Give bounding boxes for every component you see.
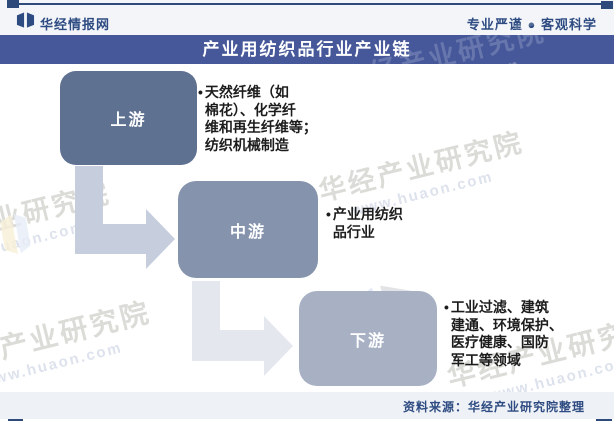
huajing-book-logo-icon — [16, 12, 35, 31]
upstream-box: 上游 — [60, 71, 197, 165]
top-rule — [8, 3, 606, 5]
bullet-icon: • — [326, 206, 331, 222]
downstream-description: • 工业过滤、建筑 建通、环境保护、 医疗健康、国防 军工等领域 — [444, 299, 584, 369]
midstream-box: 中游 — [178, 181, 318, 278]
midstream-text: 产业用纺织 品行业 — [332, 206, 403, 240]
top-right-square — [601, 1, 613, 9]
upstream-text: 天然纤维（如 棉花）、化学纤 维和再生纤维等； 纺织机械制造 — [204, 84, 317, 153]
upstream-description: • 天然纤维（如 棉花）、化学纤 维和再生纤维等； 纺织机械制造 — [198, 84, 330, 154]
arrow-midstream-to-downstream-icon — [192, 281, 293, 376]
header-strip — [0, 0, 614, 35]
data-source-note: 资料来源：华经产业研究院整理 — [402, 400, 585, 414]
upstream-label: 上游 — [110, 112, 147, 129]
midstream-label: 中游 — [229, 223, 266, 241]
bullet-icon: • — [444, 299, 449, 315]
downstream-box: 下游 — [299, 291, 437, 386]
top-left-square — [7, 0, 19, 8]
footer-strip — [0, 392, 614, 419]
header-tagline: 专业严谨 ● 客观科学 — [466, 17, 597, 32]
downstream-label: 下游 — [349, 332, 386, 350]
title-bar: 产业用纺织品行业产业链 — [0, 35, 614, 64]
midstream-description: • 产业用纺织 品行业 — [326, 206, 442, 241]
page-title: 产业用纺织品行业产业链 — [202, 40, 412, 59]
site-name: 华经情报网 — [40, 17, 111, 32]
downstream-text: 工业过滤、建筑 建通、环境保护、 医疗健康、国防 军工等领域 — [450, 299, 563, 368]
arrow-upstream-to-midstream-icon — [75, 166, 175, 269]
bullet-icon: • — [198, 84, 203, 100]
watermark-book-logo-small-icon — [0, 210, 34, 265]
